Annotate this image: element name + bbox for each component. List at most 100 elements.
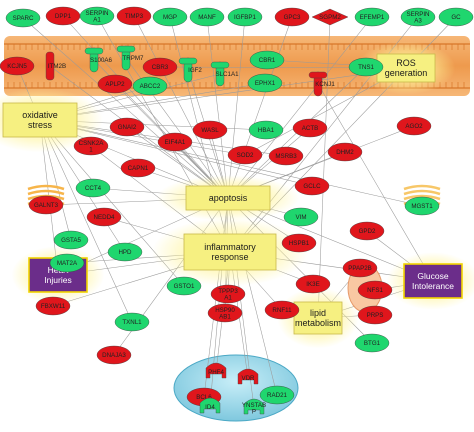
gene-node-ephx1[interactable]: EPHX1 [247,73,283,93]
gene-node-vdr[interactable]: VDR [237,368,259,385]
gene-node-timp3[interactable]: TIMP3 [116,6,152,26]
gene-node-gsto1[interactable]: GSTO1 [166,276,202,296]
gene-node-gnai2[interactable]: GNAI2 [109,117,145,137]
gene-label: CSNK2A [79,140,105,147]
gene-node-btg1[interactable]: BTG1 [354,333,390,353]
gene-ellipse [259,385,295,405]
gene-node-sparc[interactable]: SPARC [5,8,41,28]
outcome-label: Injuries [44,275,71,285]
gene-node-wasl[interactable]: WASL [192,120,228,140]
gene-node-rnf11[interactable]: RNF11 [264,300,300,320]
gene-node-nedd4[interactable]: NEDD4 [86,207,122,227]
gene-node-mat2a[interactable]: MAT2A [49,253,85,273]
gene-label: GSTO1 [174,283,195,290]
gene-node-slc1a1[interactable]: SLC1A1 [210,61,239,87]
gene-node-ik3e[interactable]: IK3E [295,274,331,294]
gene-label: GPD2 [359,228,376,235]
gene-node-phf4[interactable]: PHF4 [205,362,227,379]
gene-ellipse [120,158,156,178]
gene-node-aplp2[interactable]: APLP2 [97,74,133,94]
gene-node-hspb1[interactable]: HSPB1 [281,233,317,253]
process-apoptosis: apoptosis [156,175,300,221]
gene-label: MGST1 [411,203,433,210]
gene-node-prps[interactable]: PRPS [357,305,393,325]
gene-node-cbr3[interactable]: CBR3 [142,57,178,77]
gene-node-kcnj1[interactable]: KCNJ1 [308,71,335,97]
gene-node-nfs1[interactable]: NFS1 [357,280,393,300]
edge-gpc3-to-apoptosis [227,16,293,199]
gene-label: GNAI2 [118,124,137,131]
process-label: metabolism [295,318,341,328]
gene-label: NEDD4 [94,214,116,221]
gene-node-dpp1[interactable]: DPP1 [45,6,81,26]
gene-label: ID4 [205,404,215,411]
gene-label: BTG1 [364,340,381,347]
gene-node-dnaja3[interactable]: DNAJA3 [96,345,132,365]
gene-label: RNF11 [272,307,292,314]
gene-node-vim[interactable]: VIM [283,207,319,227]
golgi-cisterna [403,184,441,191]
gene-ellipse [295,274,331,294]
gene-node-gsta5[interactable]: GSTA5 [53,230,89,250]
gene-node-manf[interactable]: MANF [189,7,225,27]
gene-ellipse [152,7,188,27]
gene-node-sgpm2[interactable]: SGPM2 [311,8,349,26]
gene-label: VDR [241,375,255,382]
gene-node-itm2b[interactable]: ITM2B [45,51,66,81]
gene-node-s100a6[interactable]: S100A6 [84,47,113,73]
outcome-label: Intolerance [412,281,454,291]
gene-node-capn1[interactable]: CAPN1 [120,158,156,178]
gene-node-mgp[interactable]: MGP [152,7,188,27]
gene-node-msrb3[interactable]: MSRB3 [268,146,304,166]
gene-node-fbxw11[interactable]: FBXW11 [35,296,71,316]
gene-node-galnt3[interactable]: GALNT3 [28,195,64,215]
gene-label: IGFBP1 [234,14,257,21]
gene-ellipse [0,56,35,76]
gene-node-ppap2b[interactable]: PPAP2B [342,258,378,278]
gene-node-gpc3[interactable]: GPC3 [274,7,310,27]
gene-node-txnl1[interactable]: TXNL1 [114,312,150,332]
gene-node-mgst1[interactable]: MGST1 [404,196,440,216]
gene-node-id4[interactable]: ID4 [199,397,221,414]
gene-node-igf2[interactable]: IGF2 [178,57,202,83]
golgi-cisterna [403,189,441,196]
gene-node-trpm7[interactable]: TRPM7 [116,45,144,71]
gene-node-abcc2[interactable]: ABCC2 [132,76,168,96]
gene-node-kcjn5[interactable]: KCJN5 [0,56,35,76]
gene-node-rad21[interactable]: RAD21 [259,385,295,405]
gene-node-cct4[interactable]: CCT4 [75,178,111,198]
gene-label: SLC1A1 [215,71,239,78]
gene-node-hpd[interactable]: HPD [107,242,143,262]
gene-node-tns1[interactable]: TNS1 [348,57,384,77]
gene-node-eif4a1[interactable]: EIF4A1 [157,132,193,152]
gene-node-cbr1[interactable]: CBR1 [249,50,285,70]
gene-node-dhm2[interactable]: DHM2 [327,142,363,162]
gene-ellipse [268,146,304,166]
gene-node-gc[interactable]: GC [438,7,474,27]
gene-node-gclc[interactable]: GCLC [294,176,330,196]
gene-node-hba1[interactable]: HBA1 [248,120,284,140]
gene-label: APLP2 [105,81,125,88]
process-label: oxidative [22,110,58,120]
gene-label: DHM2 [336,149,354,156]
gene-node-actb[interactable]: ACTB [292,118,328,138]
gene-label: CAPN1 [128,165,149,172]
edge-ros-to-oxidative [39,67,407,121]
gene-label: ITM2B [48,63,66,70]
gene-node-sod2[interactable]: SOD2 [227,145,263,165]
gene-ellipse [354,7,390,27]
edge-sgpm2-to-lipid [316,16,331,319]
gene-node-gpd2[interactable]: GPD2 [349,221,385,241]
gene-ellipse [396,116,432,136]
gene-node-igfbp1[interactable]: IGFBP1 [227,7,263,27]
gene-node-efemp1[interactable]: EFEMP1 [354,7,390,27]
gene-label: EIF4A1 [165,139,186,146]
gene-node-ago2[interactable]: AGO2 [396,116,432,136]
